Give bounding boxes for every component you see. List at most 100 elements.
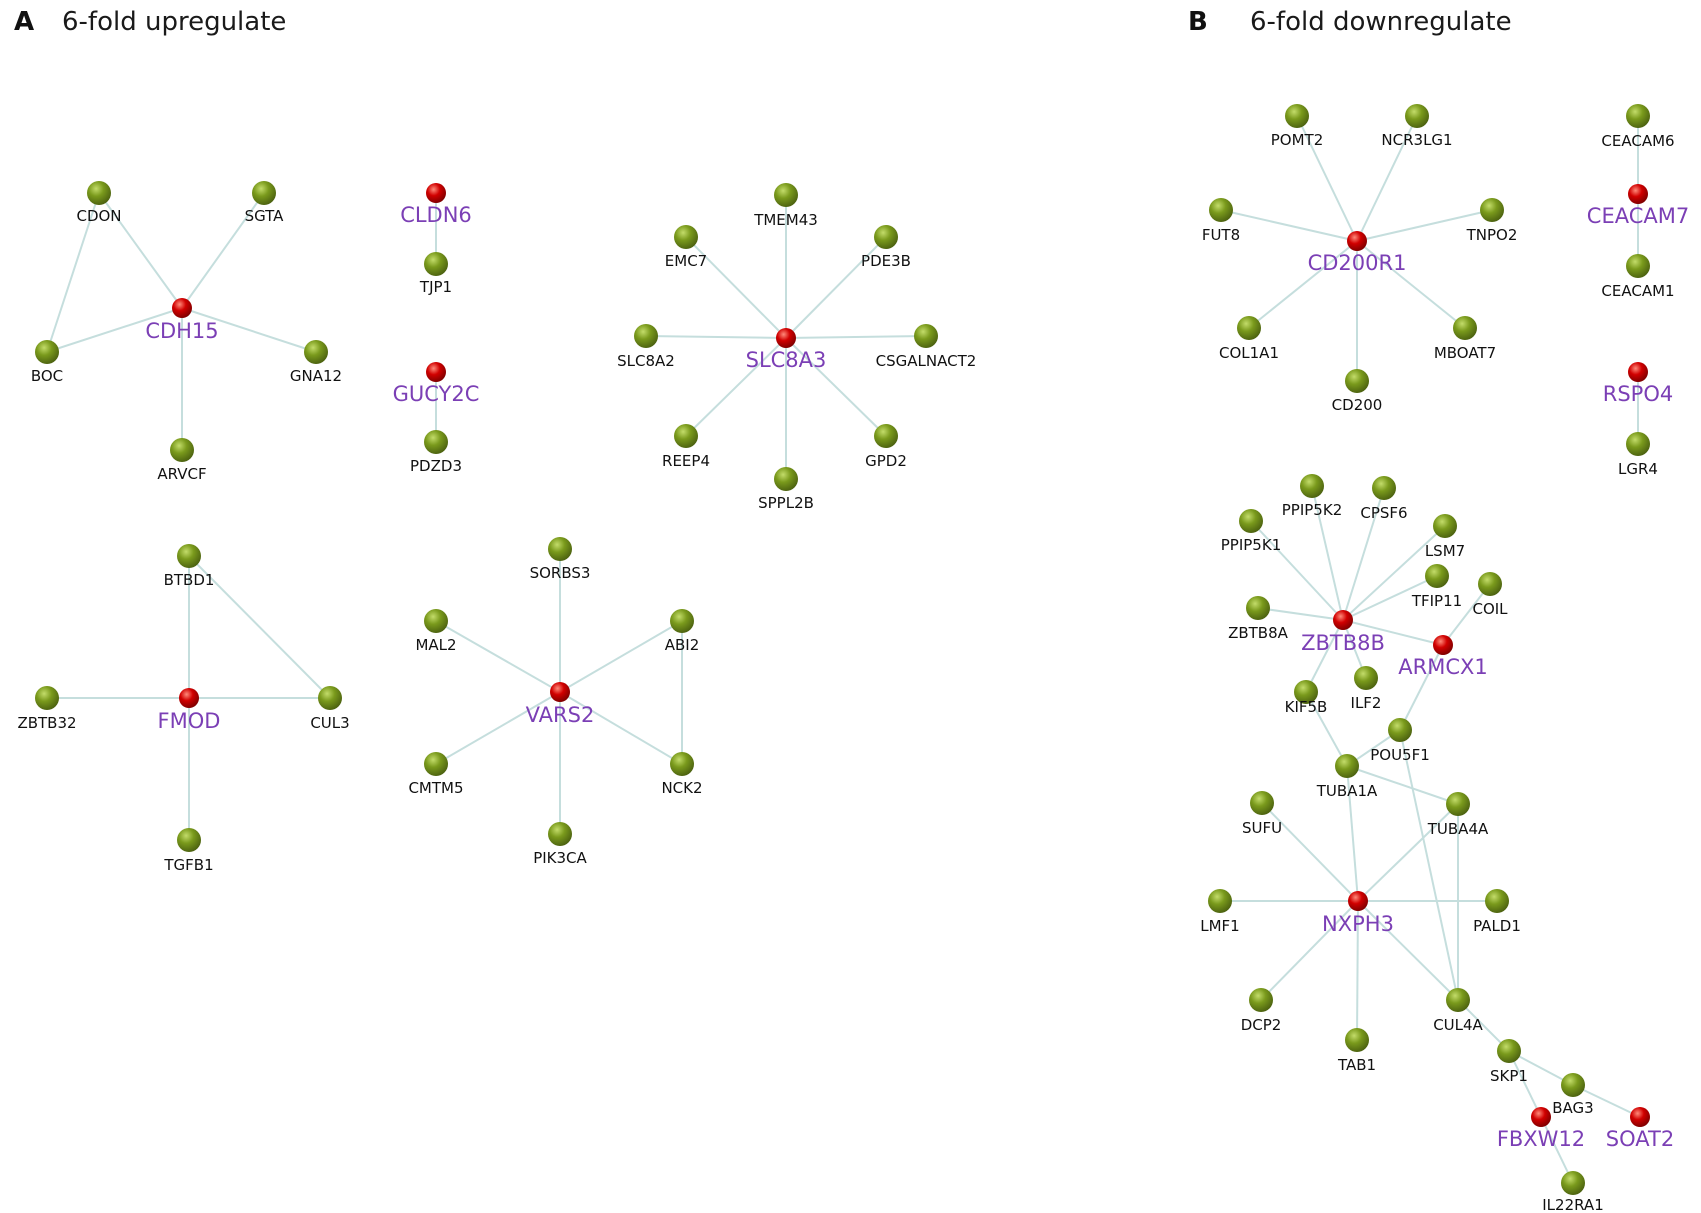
node-lmf1[interactable]: [1208, 889, 1232, 913]
edge-cd200r1-ncr3lg1: [1356, 115, 1418, 242]
node-tfip11[interactable]: [1425, 564, 1449, 588]
edge-fbxw12-il22ra1: [1540, 1116, 1574, 1184]
edge-cdh15-boc: [46, 307, 183, 353]
node-cul3[interactable]: [318, 686, 342, 710]
node-ceacam1[interactable]: [1626, 254, 1650, 278]
node-lgr4[interactable]: [1626, 432, 1650, 456]
node-zbtb8a[interactable]: [1246, 596, 1270, 620]
node-label-mboat7: MBOAT7: [1434, 344, 1496, 362]
node-rspo4[interactable]: [1628, 362, 1648, 382]
node-csgalnact2[interactable]: [914, 324, 938, 348]
node-col1a1[interactable]: [1237, 316, 1261, 340]
node-tjp1[interactable]: [424, 252, 448, 276]
node-cul4a[interactable]: [1446, 988, 1470, 1012]
node-label-armcx1: ARMCX1: [1398, 655, 1488, 679]
node-pou5f1[interactable]: [1388, 718, 1412, 742]
node-label-sufu: SUFU: [1242, 819, 1282, 837]
node-label-cul4a: CUL4A: [1433, 1016, 1483, 1034]
node-coil[interactable]: [1478, 572, 1502, 596]
node-nck2[interactable]: [670, 752, 694, 776]
node-label-ppip5k2: PPIP5K2: [1282, 501, 1342, 519]
node-pald1[interactable]: [1485, 889, 1509, 913]
node-ncr3lg1[interactable]: [1405, 104, 1429, 128]
node-label-emc7: EMC7: [665, 252, 707, 270]
node-soat2[interactable]: [1630, 1107, 1650, 1127]
node-cdh15[interactable]: [172, 298, 192, 318]
node-pomt2[interactable]: [1285, 104, 1309, 128]
node-label-tmem43: TMEM43: [753, 211, 818, 229]
node-slc8a2[interactable]: [634, 324, 658, 348]
node-tnpo2[interactable]: [1480, 198, 1504, 222]
node-label-dcp2: DCP2: [1241, 1016, 1282, 1034]
node-tuba1a[interactable]: [1335, 754, 1359, 778]
edge-slc8a3-reep4: [685, 337, 787, 437]
node-skp1[interactable]: [1497, 1039, 1521, 1063]
node-ppip5k1[interactable]: [1239, 509, 1263, 533]
node-cd200r1[interactable]: [1347, 231, 1367, 251]
node-cdon[interactable]: [87, 181, 111, 205]
panel-a-letter: A: [14, 7, 34, 37]
node-slc8a3[interactable]: [776, 328, 796, 348]
node-kif5b[interactable]: [1294, 680, 1318, 704]
node-tmem43[interactable]: [774, 183, 798, 207]
node-label-bag3: BAG3: [1552, 1099, 1593, 1117]
node-fbxw12[interactable]: [1531, 1107, 1551, 1127]
node-lsm7[interactable]: [1433, 514, 1457, 538]
node-label-tfip11: TFIP11: [1411, 592, 1462, 610]
node-ceacam6[interactable]: [1626, 104, 1650, 128]
node-fmod[interactable]: [179, 688, 199, 708]
node-label-cdh15: CDH15: [145, 319, 218, 343]
edge-zbtb8b-kif5b: [1305, 619, 1344, 693]
node-mboat7[interactable]: [1453, 316, 1477, 340]
node-il22ra1[interactable]: [1561, 1171, 1585, 1195]
edge-zbtb8b-ppip5k2: [1311, 485, 1344, 621]
edge-zbtb8b-tfip11: [1342, 575, 1438, 621]
node-ilf2[interactable]: [1354, 666, 1378, 690]
node-sufu[interactable]: [1250, 791, 1274, 815]
node-label-slc8a2: SLC8A2: [617, 352, 675, 370]
node-bag3[interactable]: [1561, 1073, 1585, 1097]
node-tuba4a[interactable]: [1446, 792, 1470, 816]
node-zbtb32[interactable]: [35, 686, 59, 710]
node-label-slc8a3: SLC8A3: [746, 348, 827, 372]
node-ppip5k2[interactable]: [1300, 474, 1324, 498]
node-tab1[interactable]: [1345, 1028, 1369, 1052]
node-pik3ca[interactable]: [548, 822, 572, 846]
node-fut8[interactable]: [1209, 198, 1233, 222]
node-label-pdzd3: PDZD3: [410, 457, 462, 475]
node-arvcf[interactable]: [170, 438, 194, 462]
node-label-zbtb8b: ZBTB8B: [1301, 631, 1385, 655]
node-gna12[interactable]: [304, 340, 328, 364]
node-cldn6[interactable]: [426, 183, 446, 203]
node-dcp2[interactable]: [1249, 988, 1273, 1012]
node-gucy2c[interactable]: [426, 362, 446, 382]
node-sppl2b[interactable]: [774, 467, 798, 491]
node-label-il22ra1: IL22RA1: [1542, 1196, 1604, 1213]
node-sorbs3[interactable]: [548, 537, 572, 561]
node-label-gpd2: GPD2: [865, 452, 907, 470]
node-cd200[interactable]: [1345, 369, 1369, 393]
node-ceacam7[interactable]: [1628, 184, 1648, 204]
node-sgta[interactable]: [252, 181, 276, 205]
node-armcx1[interactable]: [1433, 635, 1453, 655]
node-gpd2[interactable]: [874, 424, 898, 448]
node-mal2[interactable]: [424, 609, 448, 633]
node-emc7[interactable]: [674, 225, 698, 249]
edges-layer: [46, 115, 1641, 1184]
node-vars2[interactable]: [550, 682, 570, 702]
node-reep4[interactable]: [674, 424, 698, 448]
node-zbtb8b[interactable]: [1333, 610, 1353, 630]
node-boc[interactable]: [35, 340, 59, 364]
node-tgfb1[interactable]: [177, 828, 201, 852]
node-pde3b[interactable]: [874, 225, 898, 249]
node-cmtm5[interactable]: [424, 752, 448, 776]
node-cpsf6[interactable]: [1372, 476, 1396, 500]
edge-slc8a3-emc7: [685, 236, 787, 339]
edge-zbtb8b-armcx1: [1342, 619, 1444, 646]
node-nxph3[interactable]: [1348, 891, 1368, 911]
node-abi2[interactable]: [670, 609, 694, 633]
edge-slc8a3-slc8a2: [645, 335, 787, 339]
node-pdzd3[interactable]: [424, 430, 448, 454]
node-btbd1[interactable]: [177, 544, 201, 568]
